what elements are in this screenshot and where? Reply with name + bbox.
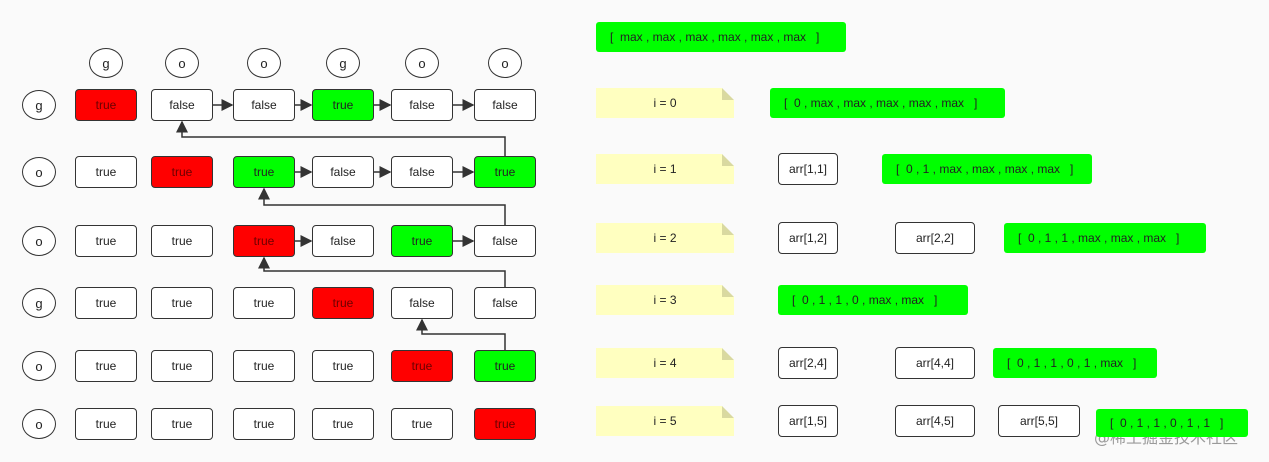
column-header: g <box>326 48 360 78</box>
row-header: o <box>22 157 56 187</box>
step-result: [ 0 , 1 , 1 , max , max , max ] <box>1004 223 1206 253</box>
grid-cell: true <box>391 408 453 440</box>
row-header: o <box>22 226 56 256</box>
step-result: [ 0 , 1 , 1 , 0 , 1 , max ] <box>993 348 1157 378</box>
backlink-arrow <box>258 187 506 225</box>
grid-cell: false <box>474 287 536 319</box>
note-fold-corner <box>722 223 734 235</box>
grid-cell: true <box>75 225 137 257</box>
step-label: i = 0 <box>653 96 677 110</box>
step-result: [ 0 , 1 , 1 , 0 , 1 , 1 ] <box>1096 409 1248 437</box>
grid-cell: true <box>75 408 137 440</box>
array-ref: arr[1,5] <box>778 405 838 437</box>
backlink-arrow <box>416 318 506 350</box>
array-ref: arr[4,4] <box>895 347 975 379</box>
grid-cell: true <box>474 156 536 188</box>
array-ref: arr[5,5] <box>998 405 1080 437</box>
grid-cell: true <box>312 89 374 121</box>
grid-cell: false <box>391 89 453 121</box>
grid-cell: true <box>312 350 374 382</box>
column-header: o <box>488 48 522 78</box>
grid-cell: false <box>312 225 374 257</box>
note-fold-corner <box>722 88 734 100</box>
step-note: i = 5 <box>596 406 734 436</box>
grid-cell: true <box>151 225 213 257</box>
note-fold-corner <box>722 285 734 297</box>
step-label: i = 4 <box>653 356 677 370</box>
step-note: i = 4 <box>596 348 734 378</box>
step-note: i = 3 <box>596 285 734 315</box>
step-note: i = 0 <box>596 88 734 118</box>
array-ref: arr[4,5] <box>895 405 975 437</box>
row-header: g <box>22 288 56 318</box>
grid-cell: false <box>474 89 536 121</box>
array-ref: arr[2,2] <box>895 222 975 254</box>
grid-cell: true <box>312 287 374 319</box>
grid-cell: false <box>391 287 453 319</box>
grid-cell: true <box>312 408 374 440</box>
array-ref: arr[1,2] <box>778 222 838 254</box>
grid-cell: true <box>233 156 295 188</box>
backlink-arrow <box>176 120 506 156</box>
step-label: i = 3 <box>653 293 677 307</box>
grid-cell: true <box>75 287 137 319</box>
row-header: g <box>22 90 56 120</box>
grid-cell: true <box>233 287 295 319</box>
grid-cell: true <box>391 350 453 382</box>
step-note: i = 2 <box>596 223 734 253</box>
row-header: o <box>22 409 56 439</box>
step-result: [ 0 , 1 , max , max , max , max ] <box>882 154 1092 184</box>
array-ref: arr[1,1] <box>778 153 838 185</box>
grid-cell: true <box>233 350 295 382</box>
note-fold-corner <box>722 406 734 418</box>
column-header: o <box>165 48 199 78</box>
array-ref: arr[2,4] <box>778 347 838 379</box>
column-header: o <box>247 48 281 78</box>
initial-result: [ max , max , max , max , max , max ] <box>596 22 846 52</box>
grid-cell: true <box>151 408 213 440</box>
grid-cell: true <box>151 350 213 382</box>
grid-cell: true <box>233 408 295 440</box>
grid-cell: true <box>474 350 536 382</box>
grid-cell: true <box>75 89 137 121</box>
backlink-arrow <box>258 256 506 287</box>
grid-cell: true <box>474 408 536 440</box>
note-fold-corner <box>722 154 734 166</box>
grid-cell: false <box>233 89 295 121</box>
step-label: i = 5 <box>653 414 677 428</box>
step-result: [ 0 , max , max , max , max , max ] <box>770 88 1005 118</box>
step-note: i = 1 <box>596 154 734 184</box>
grid-cell: false <box>312 156 374 188</box>
grid-cell: false <box>474 225 536 257</box>
row-header: o <box>22 351 56 381</box>
step-label: i = 1 <box>653 162 677 176</box>
grid-cell: true <box>151 156 213 188</box>
step-result: [ 0 , 1 , 1 , 0 , max , max ] <box>778 285 968 315</box>
grid-cell: false <box>151 89 213 121</box>
grid-cell: true <box>391 225 453 257</box>
grid-cell: true <box>233 225 295 257</box>
grid-cell: false <box>391 156 453 188</box>
grid-cell: true <box>151 287 213 319</box>
column-header: g <box>89 48 123 78</box>
note-fold-corner <box>722 348 734 360</box>
step-label: i = 2 <box>653 231 677 245</box>
grid-cell: true <box>75 156 137 188</box>
column-header: o <box>405 48 439 78</box>
grid-cell: true <box>75 350 137 382</box>
